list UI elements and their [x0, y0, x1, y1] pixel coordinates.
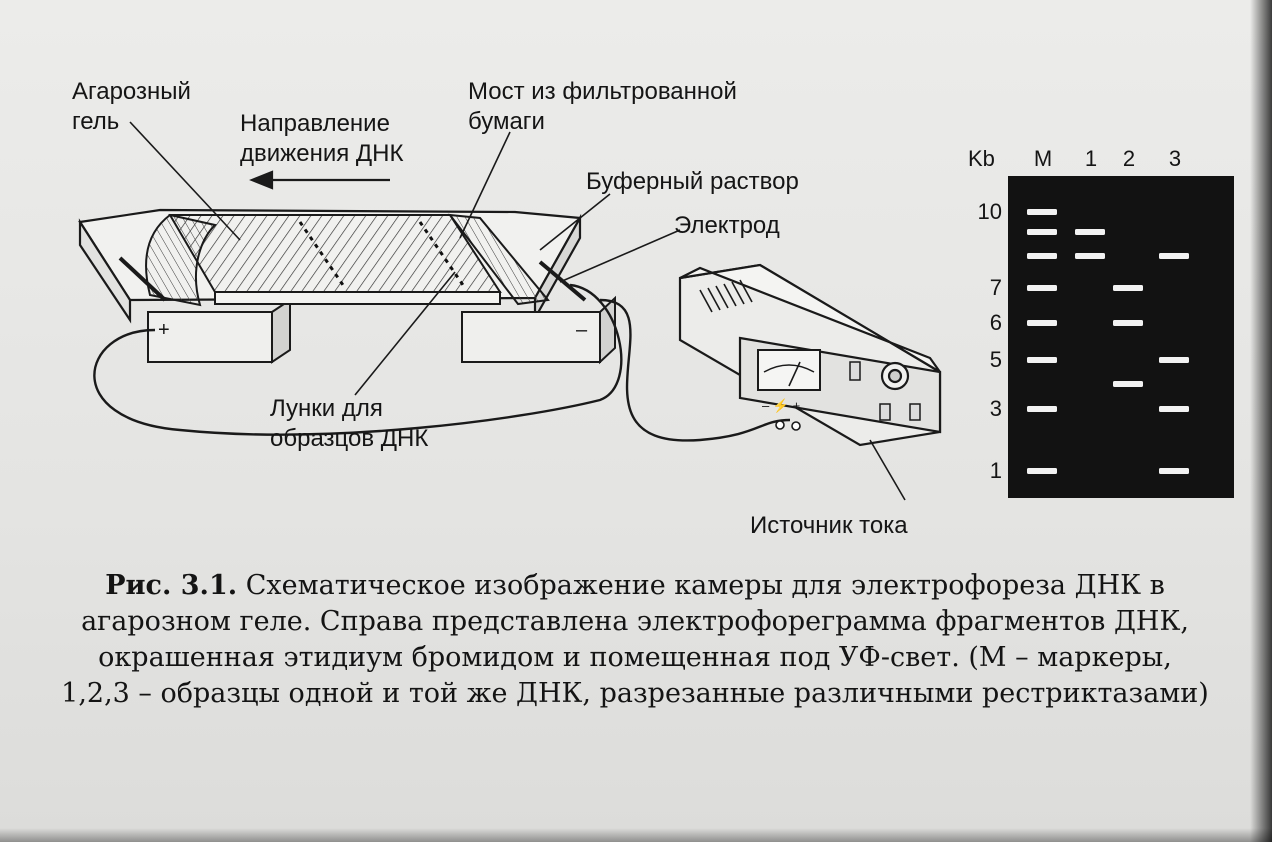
power-supply [678, 263, 942, 447]
gel-band-M-4 [1027, 320, 1057, 326]
gel-lane-header-1: 1 [1084, 146, 1098, 171]
switch-1 [849, 361, 861, 381]
left-electrode-chamber [147, 298, 291, 364]
label-electrode: Электрод [674, 212, 780, 239]
figure-caption-prefix: Рис. 3.1. [105, 570, 238, 601]
gel-band-M-1 [1027, 229, 1057, 235]
filter-paper-bridge-left [145, 213, 217, 307]
gel-lane-header-2: 2 [1122, 146, 1136, 171]
gel-kb-tick-6: 6 [989, 310, 1002, 335]
label-plus-terminal: + [158, 319, 170, 341]
gel-band-2-1 [1113, 320, 1143, 326]
dna-direction-arrow [249, 170, 390, 190]
label-agarose-gel-line1: Агарозный [72, 78, 191, 105]
label-wells-line2: образцов ДНК [270, 425, 429, 452]
figure-caption-text: Схематическое изображение камеры для эле… [61, 570, 1209, 709]
gel-kb-tick-1: 1 [989, 458, 1002, 483]
figure-caption: Рис. 3.1. Схематическое изображение каме… [60, 568, 1210, 712]
vent-grille [699, 279, 753, 313]
gel-band-3-3 [1159, 468, 1189, 474]
label-direction-line2: движения ДНК [240, 140, 404, 167]
gel-band-M-7 [1027, 468, 1057, 474]
switch-2 [879, 403, 891, 421]
gel-lane-header-M: M [1033, 146, 1053, 171]
gel-electrophoregram [1008, 176, 1234, 498]
label-bridge-line2: бумаги [468, 108, 545, 135]
gel-bands-svg [1027, 209, 1189, 474]
gel-band-2-0 [1113, 285, 1143, 291]
gel-kb-tick-10: 10 [977, 199, 1002, 224]
gel-band-3-1 [1159, 357, 1189, 363]
label-minus-terminal: – [576, 319, 588, 341]
label-power-source: Источник тока [750, 512, 908, 539]
label-meter-terminals: – ⚡ + [762, 398, 801, 413]
gel-band-1-0 [1075, 229, 1105, 235]
gel-band-3-2 [1159, 406, 1189, 412]
page-edge-shadow [1250, 0, 1272, 842]
gel-band-M-0 [1027, 209, 1057, 215]
gel-band-2-2 [1113, 381, 1143, 387]
label-bridge-line1: Мост из фильтрованной [468, 78, 737, 105]
gel-kb-tick-3: 3 [989, 396, 1002, 421]
agarose-gel-slab [168, 214, 502, 305]
electrophoresis-apparatus-diagram [78, 121, 942, 501]
gel-unit-label: Kb [968, 146, 995, 171]
gel-band-3-0 [1159, 253, 1189, 259]
switch-3 [909, 403, 921, 421]
label-direction-line1: Направление [240, 110, 390, 137]
page-bottom-shadow [0, 828, 1272, 842]
label-agarose-gel-line2: гель [72, 108, 120, 135]
gel-band-M-5 [1027, 357, 1057, 363]
gel-band-1-1 [1075, 253, 1105, 259]
gel-band-M-3 [1027, 285, 1057, 291]
gel-lane-header-3: 3 [1168, 146, 1182, 171]
right-electrode-chamber [461, 295, 616, 365]
gel-band-M-6 [1027, 406, 1057, 412]
power-cable [93, 283, 791, 442]
label-leader-lines [129, 121, 906, 501]
electrode-left [118, 256, 167, 302]
gel-band-M-2 [1027, 253, 1057, 259]
gel-kb-tick-7: 7 [989, 275, 1002, 300]
gel-kb-tick-5: 5 [989, 347, 1002, 372]
label-wells-line1: Лунки для [270, 395, 383, 422]
label-buffer: Буферный раствор [586, 168, 799, 195]
